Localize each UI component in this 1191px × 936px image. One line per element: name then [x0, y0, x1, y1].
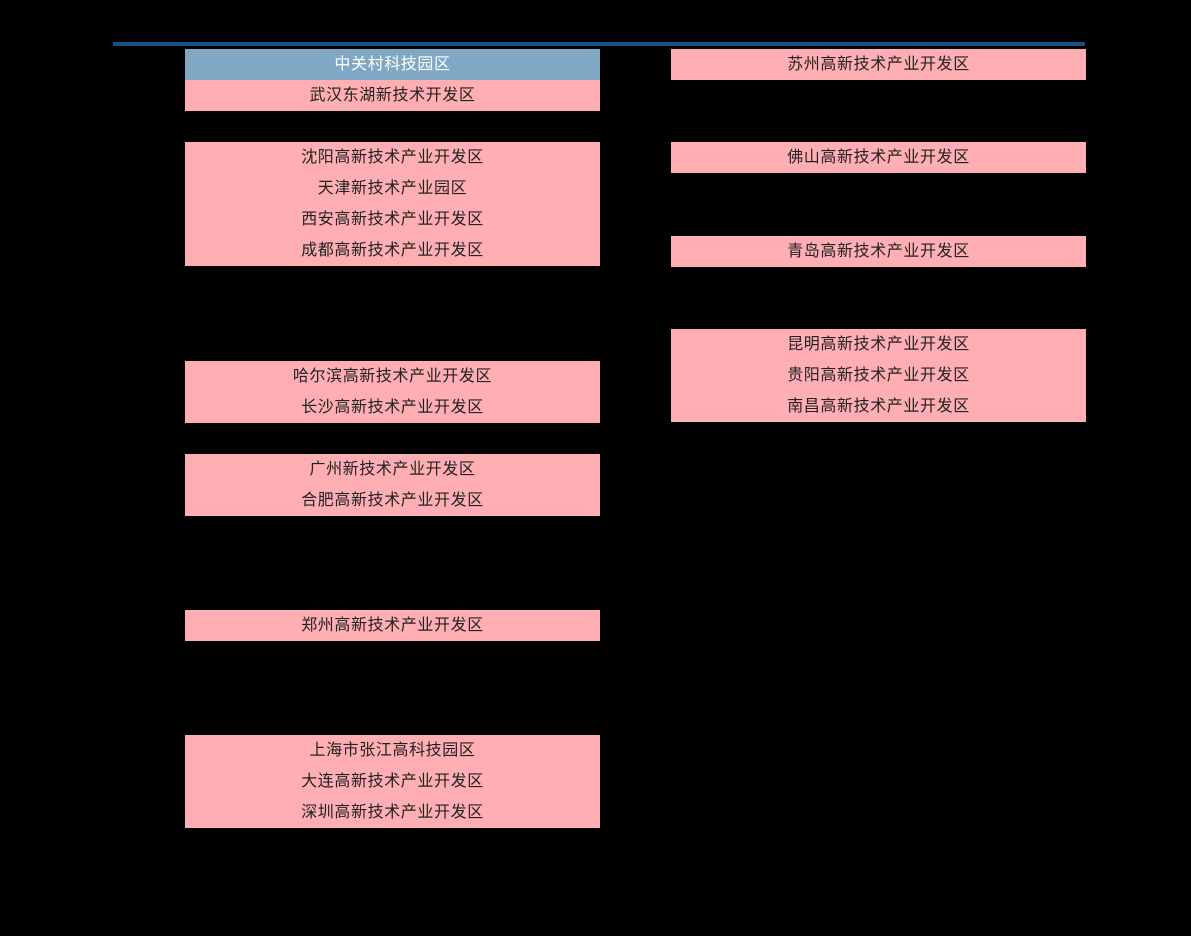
zone-label[interactable]: 佛山高新技术产业开发区 — [671, 142, 1086, 173]
zone-label[interactable]: 沈阳高新技术产业开发区 — [185, 142, 600, 173]
zone-label[interactable]: 昆明高新技术产业开发区 — [671, 329, 1086, 360]
zone-label[interactable]: 合肥高新技术产业开发区 — [185, 485, 600, 516]
zone-label[interactable]: 广州新技术产业开发区 — [185, 454, 600, 485]
zone-label[interactable]: 长沙高新技术产业开发区 — [185, 392, 600, 423]
label-group: 郑州高新技术产业开发区 — [185, 610, 600, 641]
zone-label-highlighted[interactable]: 中关村科技园区 — [185, 49, 600, 80]
zone-label[interactable]: 武汉东湖新技术开发区 — [185, 80, 600, 111]
zone-label[interactable]: 大连高新技术产业开发区 — [185, 766, 600, 797]
zone-label[interactable]: 哈尔滨高新技术产业开发区 — [185, 361, 600, 392]
left-column: 中关村科技园区武汉东湖新技术开发区沈阳高新技术产业开发区天津新技术产业园区西安高… — [185, 0, 600, 936]
zone-label[interactable]: 上海市张江高科技园区 — [185, 735, 600, 766]
zone-label[interactable]: 郑州高新技术产业开发区 — [185, 610, 600, 641]
label-group: 广州新技术产业开发区合肥高新技术产业开发区 — [185, 454, 600, 516]
zone-label[interactable]: 深圳高新技术产业开发区 — [185, 797, 600, 828]
label-group: 昆明高新技术产业开发区贵阳高新技术产业开发区南昌高新技术产业开发区 — [671, 329, 1086, 422]
zone-label[interactable]: 苏州高新技术产业开发区 — [671, 49, 1086, 80]
label-group: 哈尔滨高新技术产业开发区长沙高新技术产业开发区 — [185, 361, 600, 423]
zone-label[interactable]: 青岛高新技术产业开发区 — [671, 236, 1086, 267]
label-group: 上海市张江高科技园区大连高新技术产业开发区深圳高新技术产业开发区 — [185, 735, 600, 828]
header-divider-rule — [113, 42, 1085, 46]
label-group: 青岛高新技术产业开发区 — [671, 236, 1086, 267]
zone-label[interactable]: 南昌高新技术产业开发区 — [671, 391, 1086, 422]
label-group: 佛山高新技术产业开发区 — [671, 142, 1086, 173]
zone-label[interactable]: 西安高新技术产业开发区 — [185, 204, 600, 235]
label-group: 中关村科技园区武汉东湖新技术开发区 — [185, 49, 600, 111]
zone-label[interactable]: 成都高新技术产业开发区 — [185, 235, 600, 266]
label-group: 苏州高新技术产业开发区 — [671, 49, 1086, 80]
zone-label[interactable]: 贵阳高新技术产业开发区 — [671, 360, 1086, 391]
label-group: 沈阳高新技术产业开发区天津新技术产业园区西安高新技术产业开发区成都高新技术产业开… — [185, 142, 600, 266]
zone-label[interactable]: 天津新技术产业园区 — [185, 173, 600, 204]
right-column: 苏州高新技术产业开发区佛山高新技术产业开发区青岛高新技术产业开发区昆明高新技术产… — [671, 0, 1086, 936]
